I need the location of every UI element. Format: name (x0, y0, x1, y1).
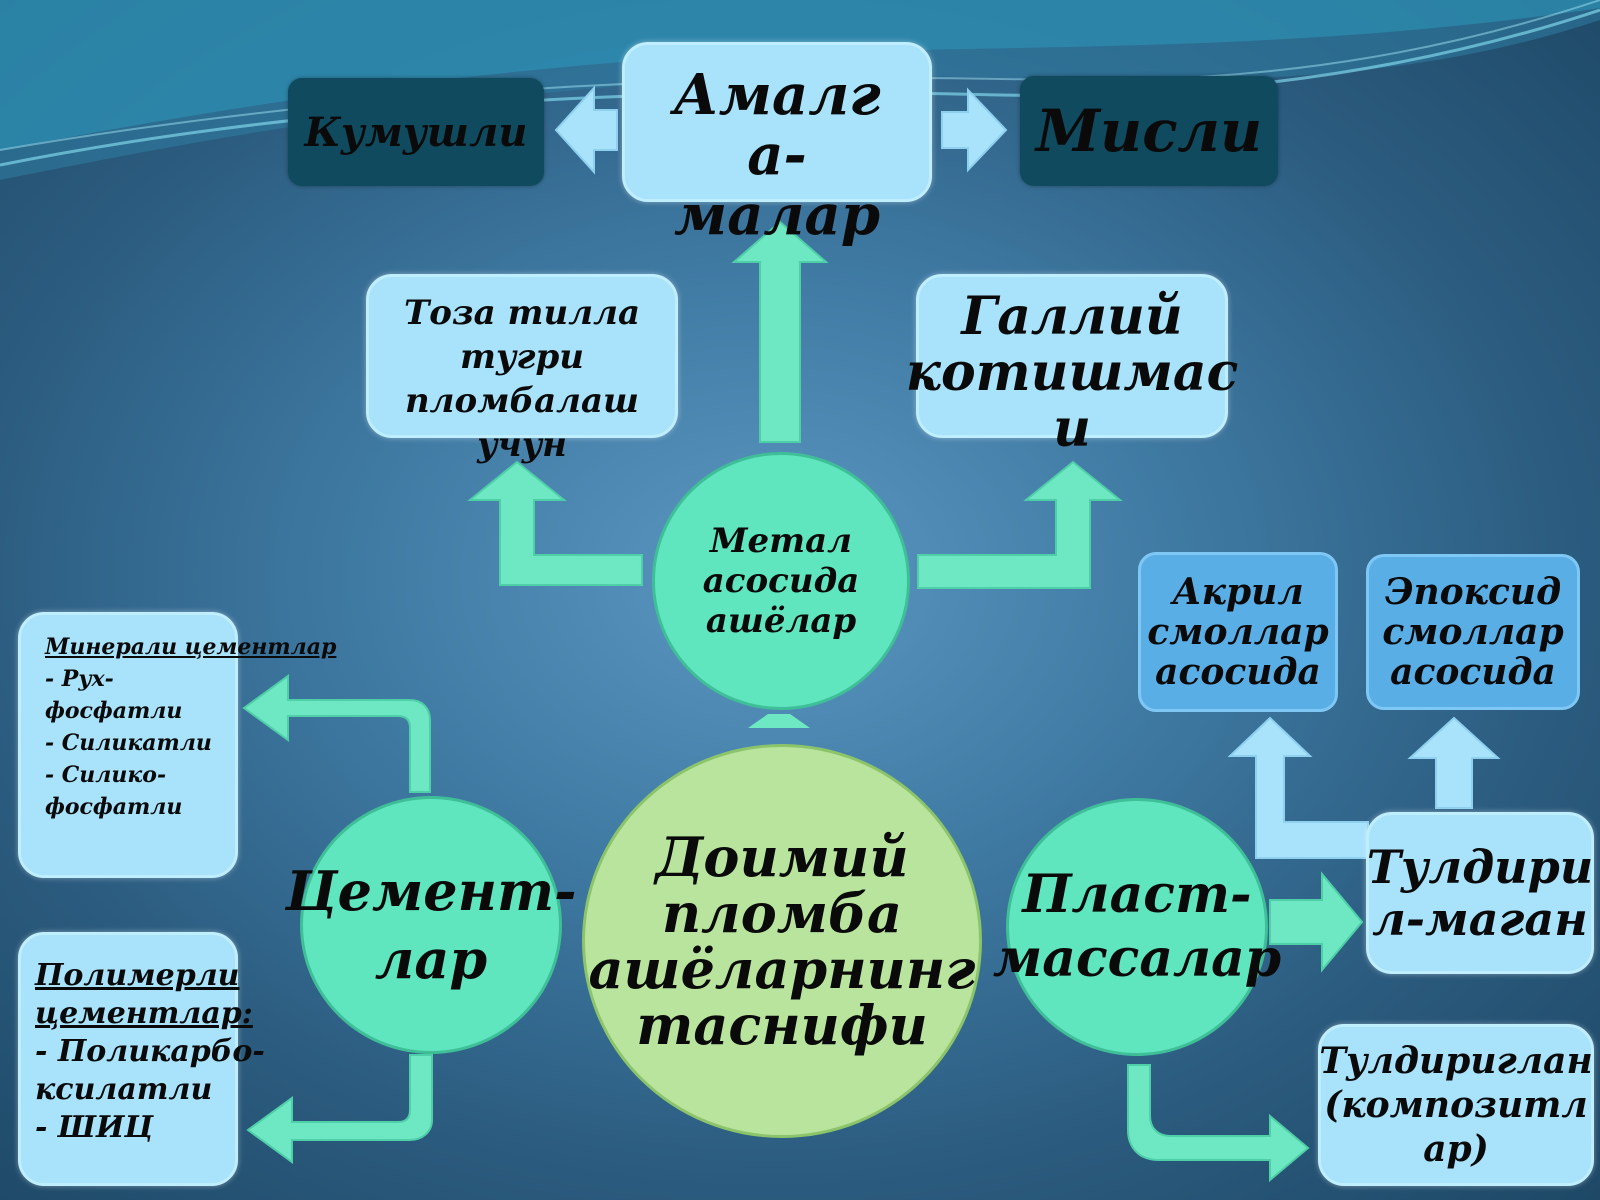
mineral-item-3: - Силикатли (45, 730, 212, 756)
metal-line-1: Метал (709, 521, 853, 561)
mineral-item-4: - Силико- (45, 762, 167, 788)
mineral-item-1: - Рух- (45, 666, 114, 692)
epoxy-line-1: Эпоксид (1384, 571, 1562, 613)
cement-line-1: Цемент- (285, 859, 577, 923)
metal-line-3: ашёлар (705, 601, 857, 641)
metal-line-2: асосида (702, 561, 860, 601)
polymer-item-1: - Поликарбо- (35, 1034, 265, 1069)
polymer-title-2: цементлар: (35, 996, 253, 1031)
acryl-line-2: смоллар (1147, 611, 1329, 653)
polymer-item-2: ксилатли (35, 1072, 213, 1107)
filled-line-2: л-маган (1372, 892, 1588, 946)
metal-based-materials-circle: Метал асосида ашёлар (652, 452, 910, 710)
gallium-line-3: и (1053, 398, 1091, 459)
pure-gold-box: Тоза тилла тугри пломбалаш учун (366, 274, 678, 465)
copper-amalgam-box: Мисли (1020, 76, 1278, 186)
unfilled-box: Тулдири л-маган (1366, 812, 1594, 974)
mineral-title: Минерали цементлар (45, 634, 337, 660)
gold-line-4: учун (477, 425, 567, 465)
silver-amalgam-box: Кумушли (288, 78, 544, 186)
center-line-2: пломба (661, 881, 903, 945)
acryl-line-3: асосида (1155, 651, 1321, 693)
mineral-item-5: фосфатли (45, 794, 183, 820)
gallium-alloy-box: Галлий котишмас и (906, 274, 1238, 457)
polymer-cements-box: Полимерли цементлар: - Поликарбо- ксилат… (18, 932, 265, 1186)
acryl-line-1: Акрил (1172, 571, 1304, 613)
classification-center-circle: Доимий пломба ашёларнинг таснифи (582, 744, 982, 1138)
plastic-line-1: Пласт- (1022, 864, 1252, 925)
amalgam-box: Амалг а- малар (622, 42, 932, 245)
cement-line-2: лар (374, 927, 488, 991)
epoxy-line-3: асосида (1390, 651, 1556, 693)
amalgam-line-1: Амалг (673, 62, 881, 128)
polymer-item-3: - ШИЦ (35, 1110, 154, 1145)
plastic-line-2: массалар (992, 928, 1282, 989)
filled-line-1: Тулдири (1366, 840, 1594, 894)
cements-circle: Цемент- лар (285, 796, 577, 1054)
composite-line-2: (композитл (1324, 1084, 1588, 1126)
epoxy-resins-box: Эпоксид смоллар асосида (1366, 554, 1580, 710)
acrylic-resins-box: Акрил смоллар асосида (1138, 552, 1338, 712)
composites-box: Тулдириглан (композитл ар) (1318, 1024, 1594, 1186)
epoxy-line-2: смоллар (1382, 611, 1564, 653)
plastics-circle: Пласт- массалар (993, 798, 1281, 1056)
center-line-1: Доимий (655, 825, 909, 889)
copper-amalgam-label: Мисли (1035, 97, 1263, 165)
gold-line-3: пломбалаш (404, 381, 640, 421)
mineral-item-2: фосфатли (45, 698, 183, 724)
gold-line-1: Тоза тилла (403, 293, 641, 333)
center-line-3: ашёларнинг (588, 937, 976, 1001)
gold-line-2: тугри (460, 337, 584, 377)
composite-line-3: ар) (1423, 1128, 1489, 1170)
gallium-line-2: котишмас (905, 342, 1239, 403)
silver-amalgam-label: Кумушли (304, 108, 528, 156)
polymer-title-1: Полимерли (35, 958, 240, 993)
mineral-cements-box: Минерали цементлар - Рух- фосфатли - Сил… (18, 612, 336, 878)
amalgam-line-3: малар (674, 182, 880, 248)
center-line-4: таснифи (636, 993, 928, 1057)
amalgam-line-2: а- (747, 122, 807, 188)
gallium-line-1: Галлий (961, 286, 1183, 347)
composite-line-1: Тулдириглан (1319, 1040, 1593, 1082)
